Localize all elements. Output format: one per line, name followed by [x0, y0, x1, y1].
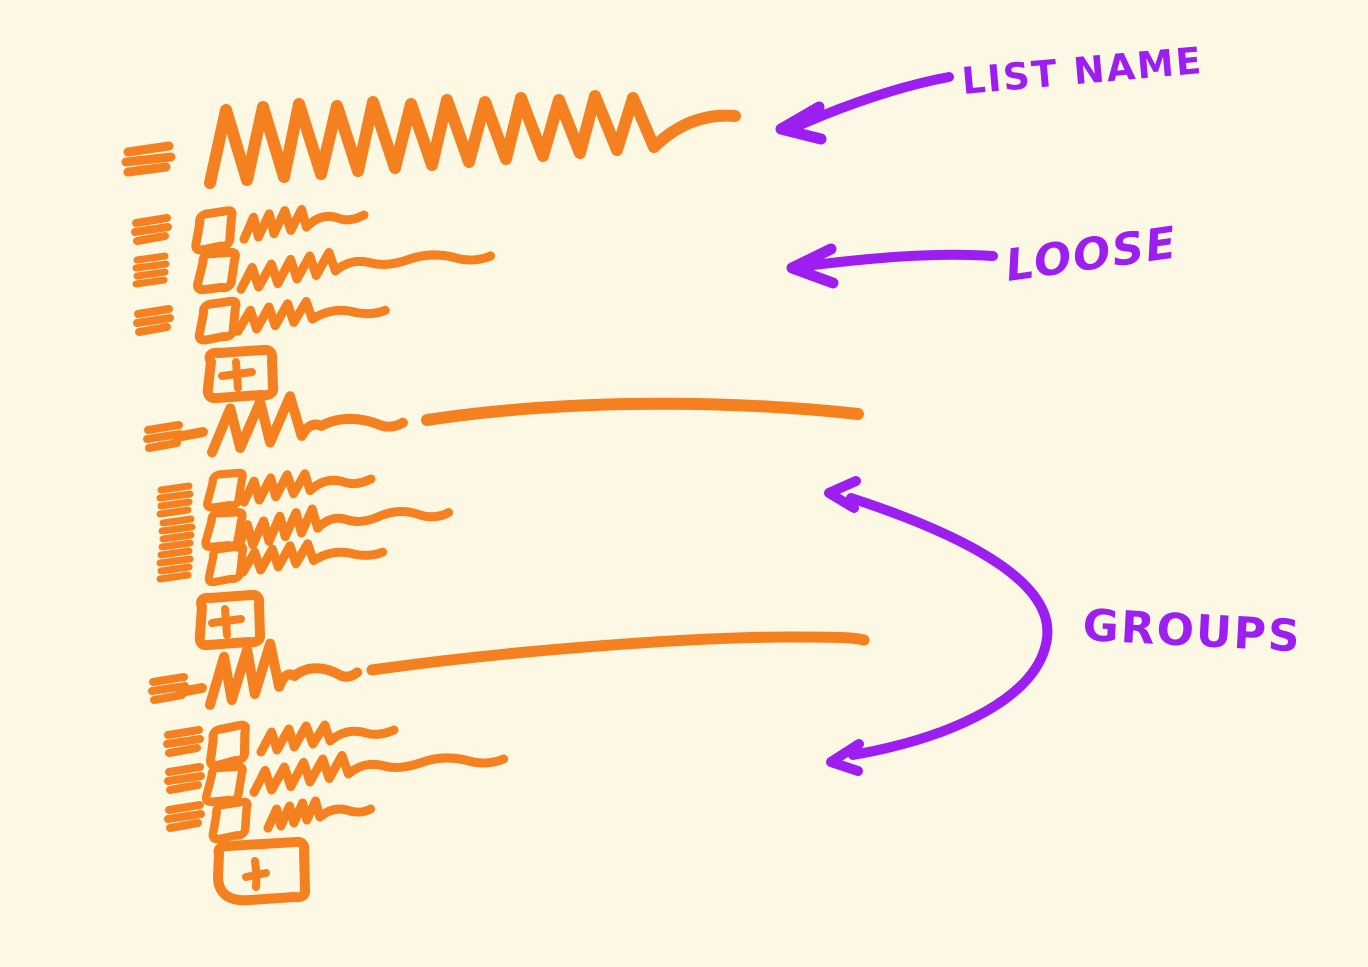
group-section	[147, 396, 864, 651]
drag-handle-icon	[168, 805, 201, 828]
drag-handle-icon	[168, 767, 201, 790]
group-header	[147, 396, 864, 452]
drag-handle-icon	[137, 309, 170, 332]
collapse-dash-icon	[176, 683, 207, 697]
plus-icon	[208, 605, 245, 639]
plus-icon	[242, 857, 270, 891]
ink-orange-layer	[121, 90, 870, 906]
annotation-groups: GROUPS	[824, 476, 1303, 776]
groups-curved-arrow	[846, 493, 1053, 760]
hamburger-menu-icon	[121, 141, 176, 177]
add-item-button-sketch	[202, 344, 279, 404]
loose-arrowhead	[786, 243, 839, 289]
list-name-arrow	[795, 72, 954, 130]
drag-handle-icon	[135, 218, 168, 241]
loose-items-section	[135, 210, 491, 404]
group-divider-line	[421, 397, 864, 426]
list-header	[121, 90, 741, 189]
add-item-button-sketch	[194, 589, 266, 651]
list-title-scribble	[204, 90, 741, 189]
group-section	[152, 631, 870, 906]
group-header	[152, 631, 870, 705]
groups-label: GROUPS	[1081, 600, 1302, 662]
loose-arrow	[800, 249, 998, 271]
group-divider-line	[366, 631, 870, 676]
add-item-button-sketch	[213, 836, 311, 906]
groups-arrowhead-top	[824, 476, 861, 513]
plus-icon	[218, 358, 256, 392]
collapse-dash-icon	[172, 427, 208, 442]
drag-handle-icon	[167, 730, 200, 753]
list-name-arrowhead	[775, 101, 827, 145]
groups-arrowhead-bottom	[826, 739, 864, 776]
